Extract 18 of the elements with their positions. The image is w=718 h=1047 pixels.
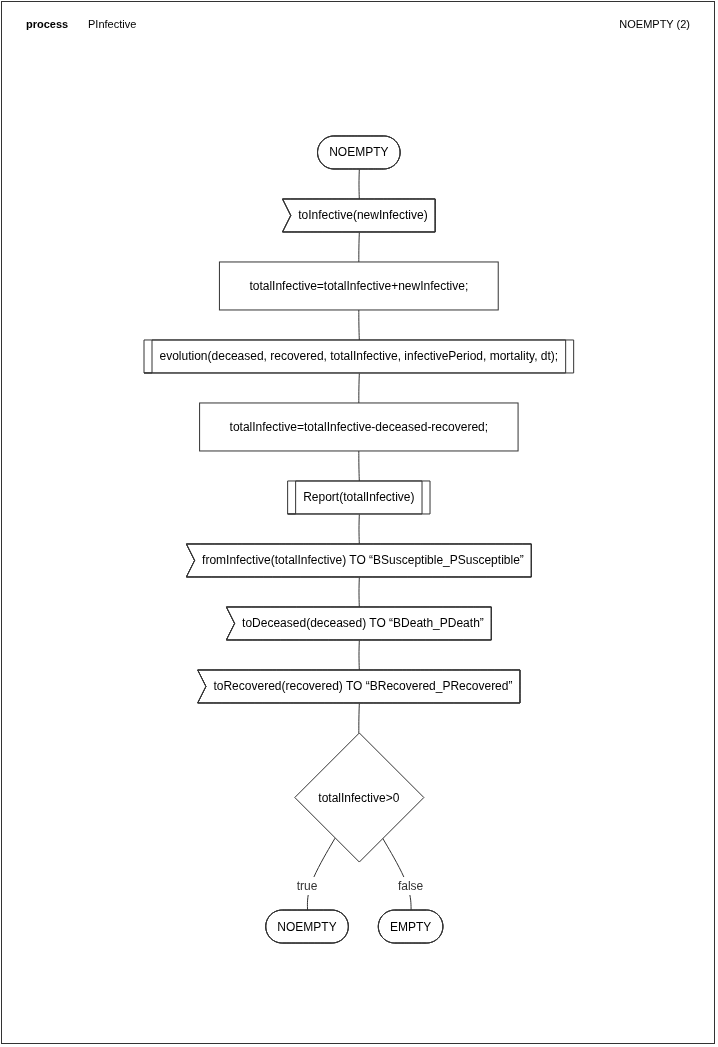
node-box: totalInfective=totalInfective-deceased-recovered; <box>199 402 519 452</box>
node-diamond: totalInfective>0 <box>294 732 425 863</box>
connector <box>358 168 360 200</box>
process-name: PInfective <box>88 18 137 30</box>
page-label: NOEMPTY (2) <box>619 18 690 30</box>
connector <box>358 231 360 263</box>
connector <box>358 576 360 608</box>
edge-label: false <box>398 879 424 894</box>
node-box: totalInfective=totalInfective+newInfective; <box>219 261 499 311</box>
connector <box>358 702 360 734</box>
connector <box>358 309 360 341</box>
edge-label: true <box>296 879 318 894</box>
connector <box>358 513 360 545</box>
connector <box>358 450 360 482</box>
keyword-label: process <box>26 18 69 30</box>
connector <box>358 372 360 404</box>
connector <box>358 639 360 671</box>
connector <box>307 837 336 912</box>
